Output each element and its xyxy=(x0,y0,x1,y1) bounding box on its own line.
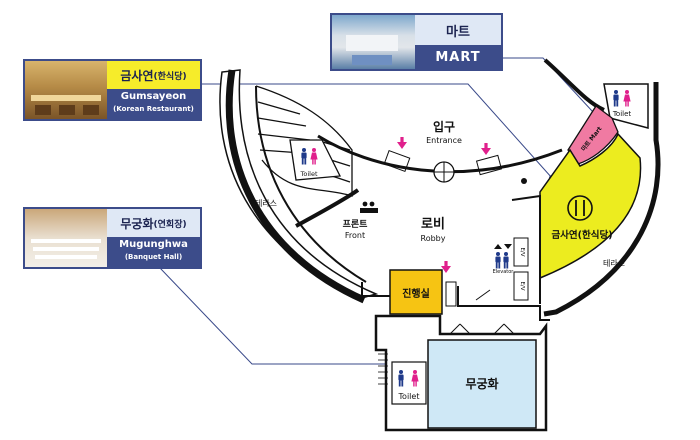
toilet-top-right-label: Toilet xyxy=(612,110,632,118)
mugunghwa-callout-korean: 무궁화 xyxy=(120,216,154,231)
lobby-label-english: Robby xyxy=(421,234,446,243)
entrance-label-english: Entrance xyxy=(426,136,462,145)
mart-callout: 마트 MART xyxy=(330,13,503,71)
ev-label-1: E/V xyxy=(519,247,525,256)
entrance-arrow-left xyxy=(397,137,407,149)
banquet-room xyxy=(427,339,537,429)
entrance-wall xyxy=(317,134,563,174)
front-label-english: Front xyxy=(345,231,365,240)
fork-knife-icon xyxy=(567,195,593,221)
toilet-bottom xyxy=(391,361,427,405)
gumsayeon-callout: 금사연 (한식당) Gumsayeon (Korean Restaurant) xyxy=(23,59,202,121)
elevator-label: Elevator xyxy=(493,269,515,275)
elevator-2 xyxy=(513,271,529,301)
pillar xyxy=(445,281,457,307)
lobby-lower-wall xyxy=(361,282,392,297)
restaurant-room xyxy=(539,132,642,280)
gumsayeon-callout-english: Gumsayeon xyxy=(120,91,187,102)
terrace-right-label: 테라스 xyxy=(603,259,625,268)
left-inner-wall xyxy=(255,85,367,283)
door-swing xyxy=(475,289,491,301)
mugunghwa-callout-korean-sub: (연회장) xyxy=(153,219,187,230)
gumsayeon-callout-english-sub: (Korean Restaurant) xyxy=(113,105,194,113)
entrance-arrow-right xyxy=(481,143,491,155)
office-room xyxy=(389,269,443,315)
elevator-icon xyxy=(494,244,512,269)
mart-photo xyxy=(332,15,415,69)
front-label-korean: 프론트 xyxy=(343,219,369,230)
column-dot xyxy=(521,178,527,184)
lobby-label-korean: 로비 xyxy=(421,217,445,232)
office-room-label: 진행실 xyxy=(402,287,430,300)
front-desk-wall xyxy=(295,188,360,228)
mart-callout-english: MART xyxy=(435,49,481,65)
revolving-door-cross xyxy=(434,162,454,182)
left-outer-wall-edge xyxy=(225,69,366,304)
lower-staircase xyxy=(378,353,388,385)
front-desk-icon xyxy=(360,201,378,213)
toilet-top-left xyxy=(289,139,342,181)
banquet-doors xyxy=(449,323,515,335)
terrace-left-label: 테라스 xyxy=(255,199,277,208)
mart-leader-line xyxy=(503,57,594,113)
gumsayeon-callout-korean: 금사연 xyxy=(120,68,154,83)
entrance-label-korean: 입구 xyxy=(433,120,455,134)
lobby-lower-right-wall xyxy=(457,286,550,321)
banquet-room-label: 무궁화 xyxy=(465,376,498,391)
entrance-doors xyxy=(383,150,503,176)
restaurant-room-label: 금사연(한식당) xyxy=(551,229,612,241)
gumsayeon-photo xyxy=(25,61,107,119)
mugunghwa-callout: 무궁화 (연회장) Mugunghwa (Banquet Hall) xyxy=(23,207,202,269)
gumsayeon-callout-korean-sub: (한식당) xyxy=(153,71,187,82)
ev-label-2: E/V xyxy=(519,281,525,290)
elevator-1 xyxy=(513,237,529,267)
mugunghwa-callout-english: Mugunghwa xyxy=(119,239,188,250)
elevator-corridor-wall xyxy=(511,194,541,304)
toilet-bottom-label: Toilet xyxy=(398,392,420,401)
gumsayeon-leader-line xyxy=(200,83,553,179)
mart-callout-korean: 마트 xyxy=(446,24,470,40)
toilet-top-left-label: Toilet xyxy=(299,170,317,178)
mugunghwa-photo xyxy=(25,209,107,267)
mugunghwa-callout-english-sub: (Banquet Hall) xyxy=(124,253,183,261)
right-terrace-wall xyxy=(543,82,661,317)
right-outer-wall xyxy=(543,58,605,112)
toilet-top-right xyxy=(603,83,649,129)
